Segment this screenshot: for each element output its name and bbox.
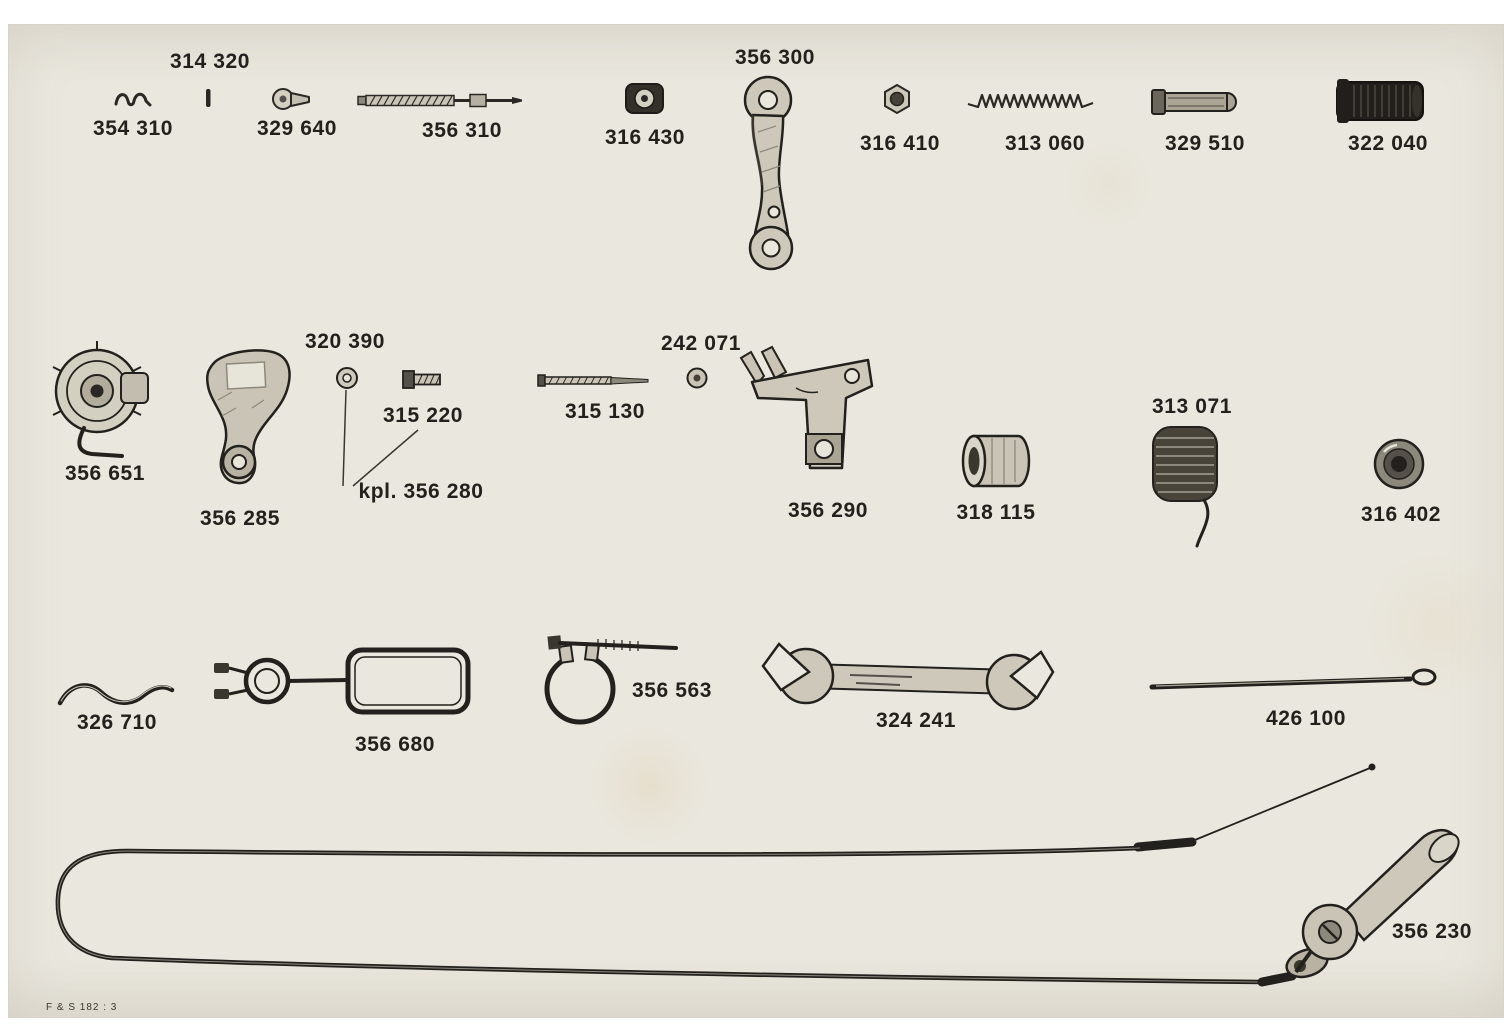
part-label-356230: 356 230 — [1391, 920, 1473, 943]
part-label-316430: 316 430 — [604, 126, 686, 149]
part-label-315130: 315 130 — [564, 400, 646, 423]
part-320390-illustration — [336, 367, 358, 389]
part-label-329510: 329 510 — [1164, 132, 1246, 155]
part-label-356300: 356 300 — [734, 46, 816, 69]
part-label-329640: 329 640 — [256, 117, 338, 140]
part-label-320390: 320 390 — [304, 330, 386, 353]
part-316410-illustration — [884, 83, 910, 115]
part-324241-illustration — [761, 642, 1055, 711]
part-315220-illustration — [402, 370, 441, 389]
part-313060-illustration — [967, 93, 1094, 109]
part-316402-illustration — [1373, 438, 1425, 490]
part-label-356290: 356 290 — [787, 499, 869, 522]
part-label-354310: 354 310 — [92, 117, 174, 140]
kpl-356280-leader-lines — [342, 389, 419, 487]
part-label-313071: 313 071 — [1151, 395, 1233, 418]
part-label-315220: 315 220 — [382, 404, 464, 427]
part-label-316402: 316 402 — [1360, 503, 1442, 526]
part-354310-illustration — [114, 92, 152, 107]
part-356563-illustration — [544, 635, 678, 725]
part-label-356280: kpl. 356 280 — [358, 480, 484, 503]
part-label-316410: 316 410 — [859, 132, 941, 155]
part-label-356310: 356 310 — [421, 119, 503, 142]
part-label-426100: 426 100 — [1265, 707, 1347, 730]
part-329510-illustration — [1151, 89, 1237, 115]
part-356300-illustration — [743, 75, 794, 271]
plate-reference-mark: F & S 182 : 3 — [46, 1002, 118, 1013]
part-313071-illustration — [1152, 426, 1218, 548]
part-label-326710: 326 710 — [76, 711, 158, 734]
part-label-356680: 356 680 — [354, 733, 436, 756]
part-356680-illustration — [214, 647, 471, 715]
part-356651-illustration — [52, 341, 149, 458]
part-356230-illustration — [55, 763, 1460, 987]
part-label-322040: 322 040 — [1347, 132, 1429, 155]
part-356310-illustration — [357, 93, 522, 108]
part-label-324241: 324 241 — [875, 709, 957, 732]
part-356285-illustration — [205, 349, 291, 485]
part-318115-illustration — [961, 434, 1031, 488]
part-label-313060: 313 060 — [1004, 132, 1086, 155]
part-326710-illustration — [57, 683, 175, 706]
part-label-242071: 242 071 — [660, 332, 742, 355]
part-label-356285: 356 285 — [199, 507, 281, 530]
part-315130-illustration — [537, 374, 649, 387]
part-356290-illustration — [739, 345, 874, 470]
part-329640-illustration — [272, 88, 310, 110]
part-314320-illustration — [206, 89, 211, 107]
part-322040-illustration — [1336, 79, 1424, 123]
part-242071-illustration — [686, 367, 708, 389]
part-label-356563: 356 563 — [631, 679, 713, 702]
part-316430-illustration — [625, 83, 664, 114]
part-label-314320: 314 320 — [169, 50, 251, 73]
part-label-318115: 318 115 — [956, 501, 1036, 524]
part-label-356651: 356 651 — [64, 462, 146, 485]
part-426100-illustration — [1149, 668, 1437, 690]
